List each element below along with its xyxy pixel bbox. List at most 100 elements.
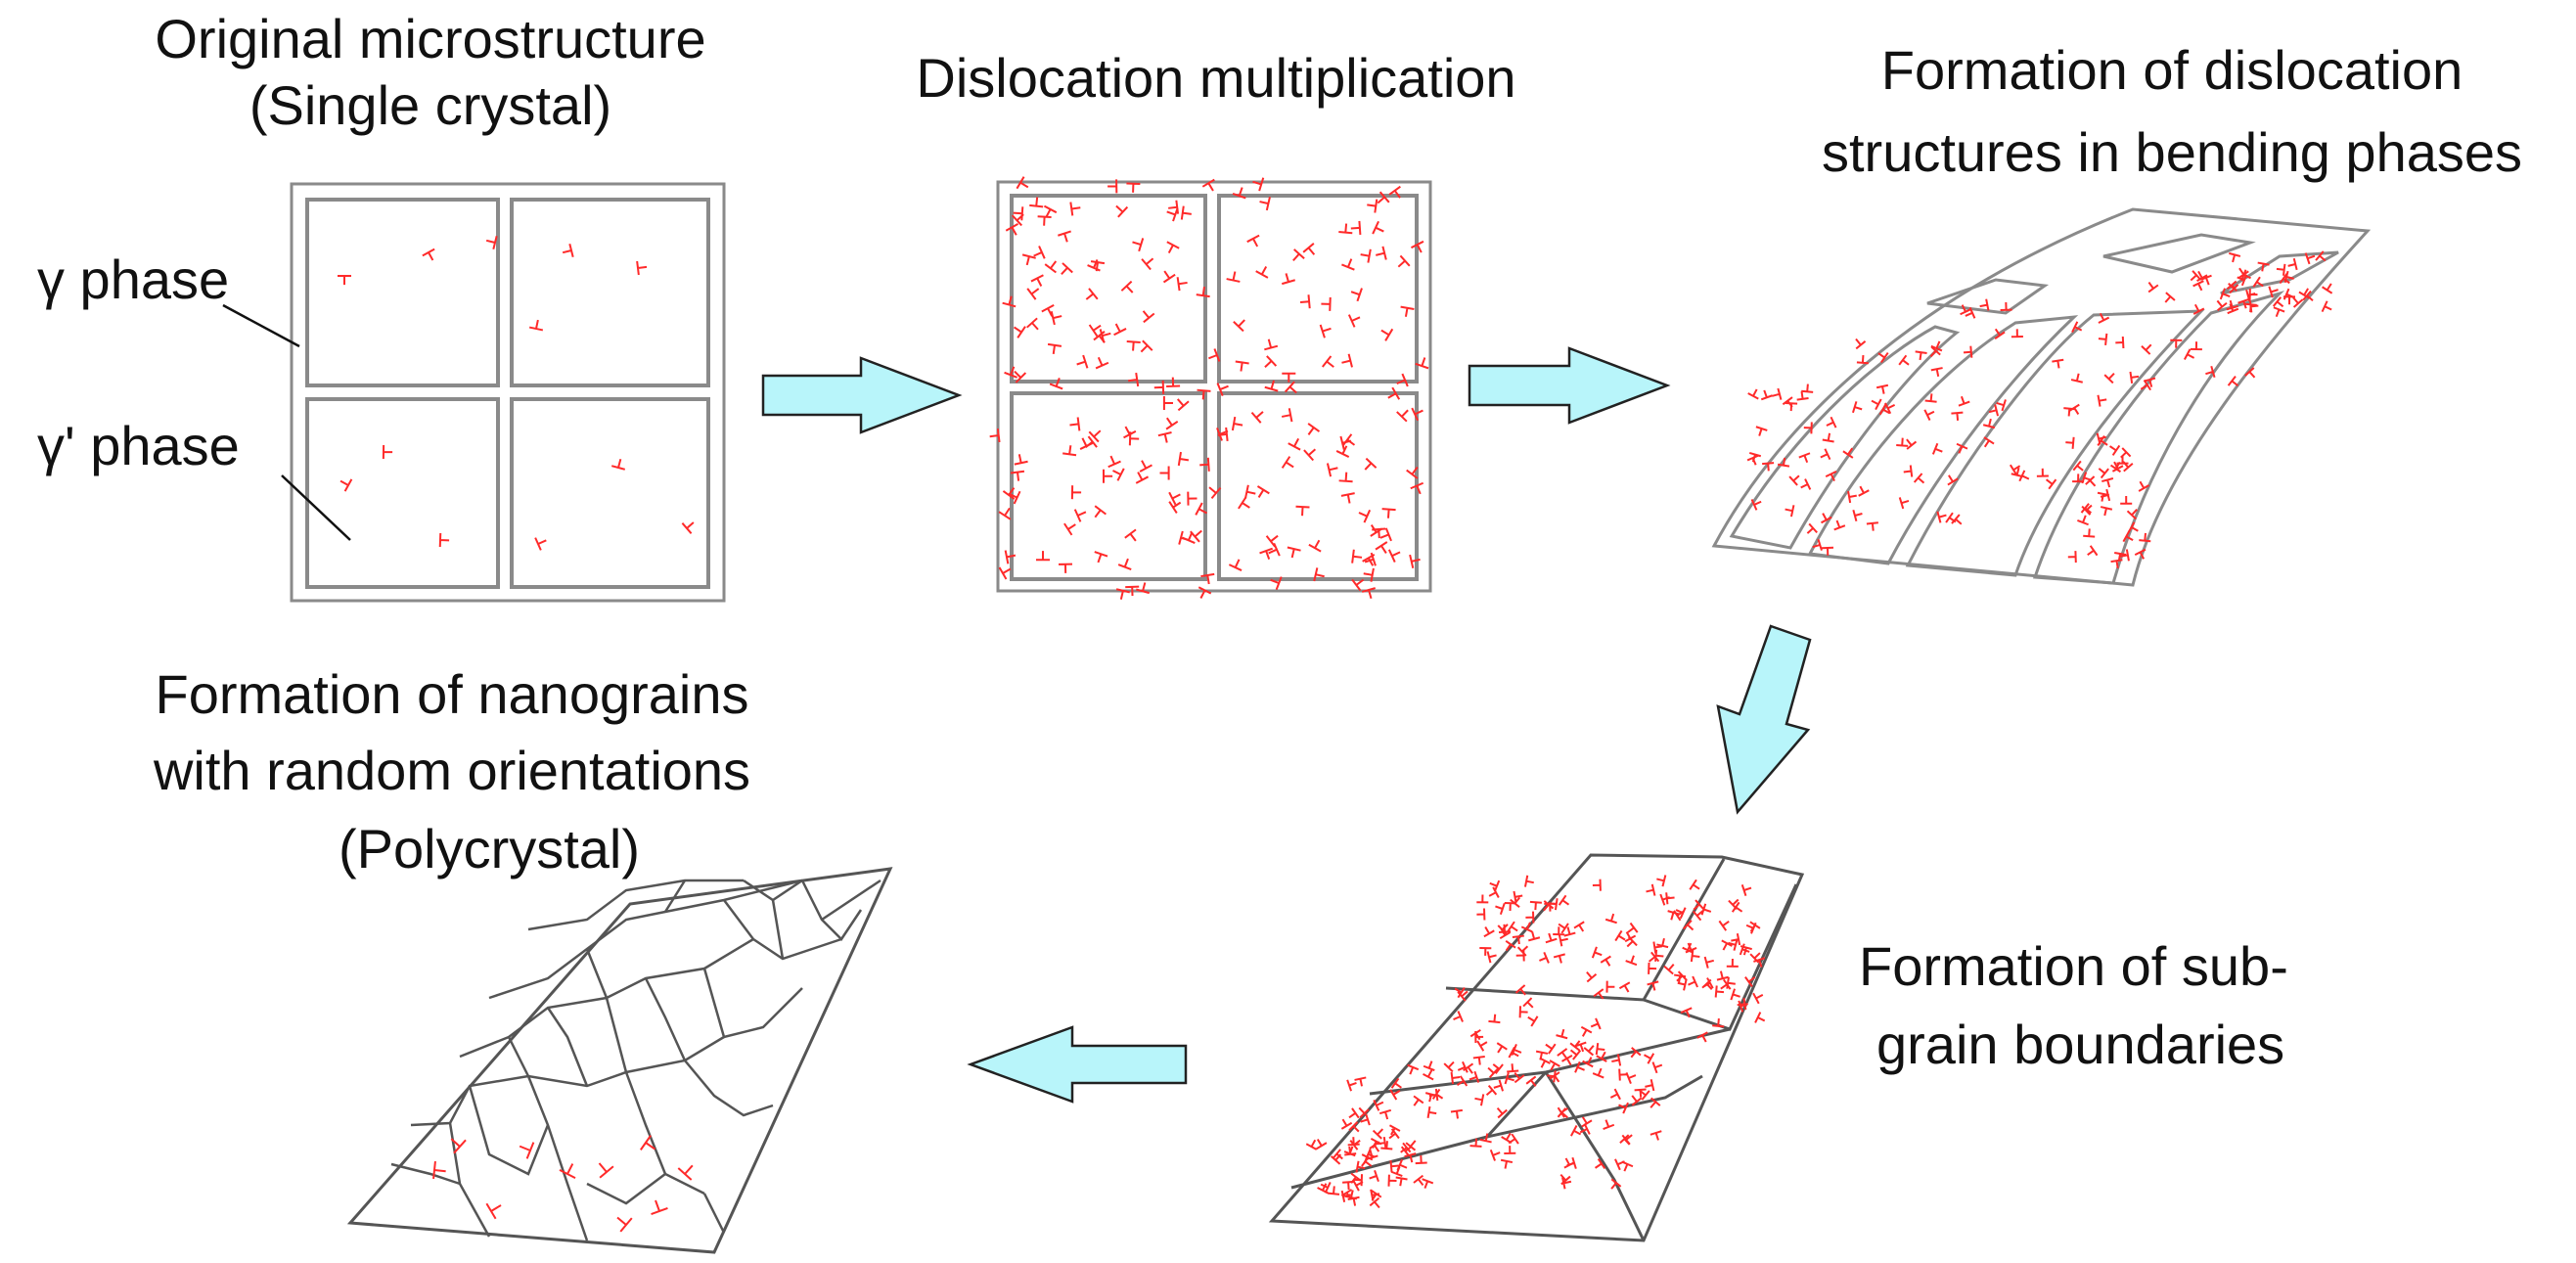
dislocation-symbol-icon: [1208, 348, 1221, 362]
dislocation-symbol-icon: [2272, 296, 2284, 308]
dislocation-symbol-icon: [1342, 433, 1356, 446]
dislocation-symbol-icon: [1360, 248, 1372, 263]
dislocation-symbol-icon: [2192, 303, 2205, 315]
dislocation-symbol-icon: [2273, 306, 2285, 318]
dislocation-symbol-icon: [1714, 985, 1725, 998]
dislocation-symbol-icon: [1592, 1067, 1604, 1079]
subgrain-outline: [1268, 853, 1805, 1242]
bent-phase-6: [2102, 233, 2256, 274]
dislocation-symbol-icon: [2190, 341, 2202, 351]
dislocation-symbol-icon: [1400, 1142, 1412, 1153]
dislocation-symbol-icon: [1157, 431, 1172, 443]
dislocation-symbol-icon: [485, 1202, 502, 1220]
dislocation-symbol-icon: [1360, 1113, 1371, 1126]
dislocation-symbol-icon: [1463, 1062, 1474, 1074]
dislocation-symbol-icon: [1747, 388, 1759, 400]
dislocation-symbol-icon: [1594, 1157, 1606, 1170]
dislocation-symbol-icon: [1103, 469, 1113, 483]
dislocation-symbol-icon: [1496, 1042, 1508, 1054]
dislocation-symbol-icon: [1472, 1055, 1485, 1065]
dislocation-symbol-icon: [1760, 389, 1773, 401]
dislocation-symbol-icon: [1720, 978, 1732, 990]
dislocation-symbol-icon: [1094, 551, 1108, 564]
dislocation-symbol-icon: [1124, 528, 1137, 542]
dislocation-symbol-icon: [1487, 1066, 1499, 1078]
dislocation-symbol-icon: [1618, 1068, 1628, 1081]
dislocation-symbol-icon: [1450, 1071, 1461, 1085]
dislocation-symbol-icon: [1069, 202, 1081, 216]
bent-phase-3: [1905, 309, 2205, 577]
bent-phase-7: [2220, 250, 2339, 295]
dislocation-symbol-icon: [339, 478, 353, 492]
dislocation-symbol-icon: [1514, 984, 1526, 996]
dislocation-symbol-icon: [438, 532, 450, 548]
dislocation-symbol-icon: [1651, 1061, 1663, 1074]
dislocation-symbol-icon: [1011, 213, 1024, 227]
bending-title-line1: Formation of dislocation: [1880, 39, 2463, 101]
dislocation-symbol-icon: [1826, 416, 1837, 429]
dislocation-symbol-icon: [1256, 485, 1270, 498]
dislocation-symbol-icon: [2045, 478, 2057, 490]
dislocation-symbol-icon: [1592, 879, 1602, 891]
dislocation-symbol-icon: [1195, 502, 1208, 516]
dislocation-symbol-icon: [1094, 505, 1107, 519]
multiplication-title: Dislocation multiplication: [916, 47, 1516, 109]
dislocation-symbol-icon: [1488, 1014, 1501, 1024]
dislocation-symbol-icon: [1166, 207, 1179, 222]
dislocation-symbol-icon: [1208, 486, 1222, 500]
dislocation-symbol-icon: [1423, 1069, 1434, 1081]
dislocation-symbol-icon: [1058, 563, 1073, 573]
dislocation-symbol-icon: [1591, 946, 1603, 959]
dislocation-symbol-icon: [1700, 903, 1712, 916]
dislocation-symbol-icon: [1512, 934, 1524, 945]
dislocation-symbol-icon: [1343, 1146, 1356, 1157]
dislocation-symbol-icon: [1855, 338, 1867, 350]
dislocation-symbol-icon: [1341, 353, 1353, 368]
dislocation-symbol-icon: [1951, 411, 1964, 421]
dislocation-symbol-icon: [1422, 1178, 1434, 1189]
dislocation-symbol-icon: [1558, 934, 1568, 947]
dislocation-symbol-icon: [1755, 426, 1768, 436]
gamma-prime-cube-3: [305, 397, 500, 589]
dislocation-symbol-icon: [1544, 902, 1557, 912]
dislocation-symbol-icon: [1812, 538, 1823, 551]
dislocation-symbol-icon: [1603, 1119, 1615, 1130]
dislocation-symbol-icon: [1750, 499, 1762, 511]
dislocation-symbol-icon: [1033, 246, 1046, 259]
dislocation-symbol-icon: [2072, 460, 2084, 472]
dislocation-symbol-icon: [1107, 455, 1121, 469]
dislocation-symbol-icon: [1659, 893, 1670, 906]
dislocation-symbol-icon: [1963, 345, 1973, 358]
dislocation-symbol-icon: [1347, 1195, 1360, 1206]
dislocation-symbol-icon: [1523, 875, 1534, 887]
dislocation-symbol-icon: [2097, 394, 2107, 407]
dislocation-symbol-icon: [1400, 305, 1415, 317]
dislocation-symbol-icon: [1525, 911, 1535, 924]
dislocation-symbol-icon: [1372, 220, 1384, 235]
dislocation-symbol-icon: [1492, 1063, 1504, 1075]
dislocation-symbol-icon: [1559, 1173, 1571, 1186]
dislocation-symbol-icon: [1165, 417, 1179, 430]
dislocation-symbol-icon: [1376, 246, 1387, 260]
dislocation-symbol-icon: [1877, 352, 1889, 363]
dislocation-symbol-icon: [1456, 1075, 1469, 1087]
dislocation-symbol-icon: [1718, 920, 1730, 931]
dislocation-symbol-icon: [2126, 509, 2138, 520]
dislocation-symbol-icon: [1044, 260, 1058, 274]
dislocation-symbol-icon: [1682, 920, 1695, 931]
dislocation-symbol-icon: [1350, 288, 1363, 302]
dislocation-symbol-icon: [1746, 454, 1759, 466]
dislocation-symbol-icon: [1327, 1186, 1340, 1195]
dislocation-symbol-icon: [1803, 422, 1813, 434]
dislocation-symbol-icon: [1355, 1160, 1366, 1173]
dislocation-symbol-icon: [2120, 495, 2133, 505]
dislocation-symbol-icon: [2018, 470, 2030, 482]
dislocation-symbol-icon: [1265, 534, 1279, 548]
dislocation-symbol-icon: [1021, 253, 1036, 266]
dislocation-symbol-icon: [1903, 465, 1914, 477]
dislocation-symbol-icon: [1563, 1157, 1575, 1169]
dislocation-symbol-icon: [1721, 939, 1733, 951]
dislocation-symbol-icon: [2101, 476, 2114, 488]
gamma-prime-phase-label: γ' phase: [37, 415, 240, 476]
dislocation-symbol-icon: [1676, 970, 1688, 982]
